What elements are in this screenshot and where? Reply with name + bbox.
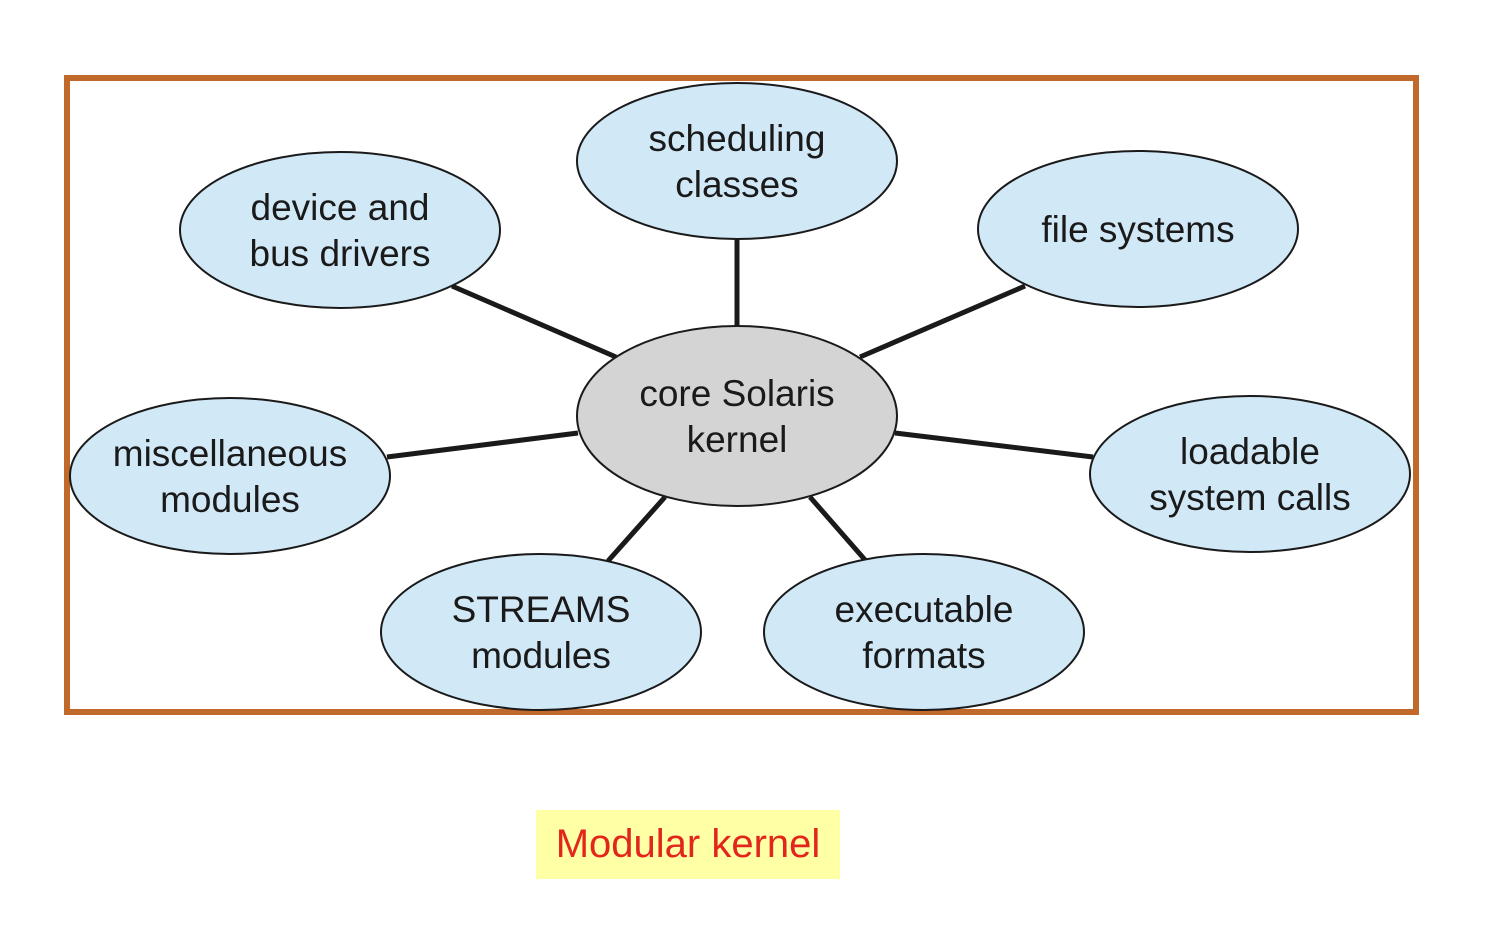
connector-miscellaneous-modules (386, 430, 579, 460)
module-device-and-bus-drivers-shape (179, 151, 501, 309)
module-loadable-system-calls: loadable system calls (1089, 395, 1411, 553)
module-miscellaneous-modules-shape (69, 397, 391, 555)
core-solaris-kernel-shape (576, 325, 898, 507)
module-scheduling-classes: scheduling classes (576, 82, 898, 240)
module-device-and-bus-drivers: device and bus drivers (179, 151, 501, 309)
module-streams-modules-label-line: modules (471, 635, 611, 676)
module-miscellaneous-modules-label-line: modules (160, 479, 300, 520)
core-solaris-kernel-label-line: kernel (687, 419, 788, 460)
module-scheduling-classes-label-line: scheduling (649, 118, 826, 159)
connector-executable-formats (808, 495, 868, 563)
module-loadable-system-calls-label-line: system calls (1149, 477, 1350, 518)
module-executable-formats-shape (763, 553, 1085, 711)
connector-streams-modules (606, 495, 667, 563)
core-solaris-kernel-label-line: core Solaris (639, 373, 834, 414)
module-miscellaneous-modules-label-line: miscellaneous (113, 433, 347, 474)
module-scheduling-classes-label-line: classes (675, 164, 798, 205)
connector-file-systems (859, 283, 1026, 360)
connector-loadable-system-calls (894, 430, 1094, 460)
module-device-and-bus-drivers-label-line: bus drivers (250, 233, 431, 274)
module-file-systems: file systems (977, 150, 1299, 308)
connector-device-and-bus-drivers (451, 283, 617, 360)
module-executable-formats: executable formats (763, 553, 1085, 711)
module-streams-modules: STREAMS modules (380, 553, 702, 711)
module-file-systems-shape (977, 150, 1299, 308)
module-loadable-system-calls-label-line: loadable (1180, 431, 1320, 472)
module-miscellaneous-modules: miscellaneous modules (69, 397, 391, 555)
module-executable-formats-label-line: executable (835, 589, 1014, 630)
module-device-and-bus-drivers-label-line: device and (251, 187, 430, 228)
module-loadable-system-calls-shape (1089, 395, 1411, 553)
module-file-systems-label-line: file systems (1041, 209, 1234, 250)
module-executable-formats-label-line: formats (862, 635, 985, 676)
module-scheduling-classes-shape (576, 82, 898, 240)
core-solaris-kernel: core Solaris kernel (576, 325, 898, 507)
module-streams-modules-label-line: STREAMS (452, 589, 631, 630)
module-streams-modules-shape (380, 553, 702, 711)
caption-modular-kernel: Modular kernel (536, 810, 840, 879)
